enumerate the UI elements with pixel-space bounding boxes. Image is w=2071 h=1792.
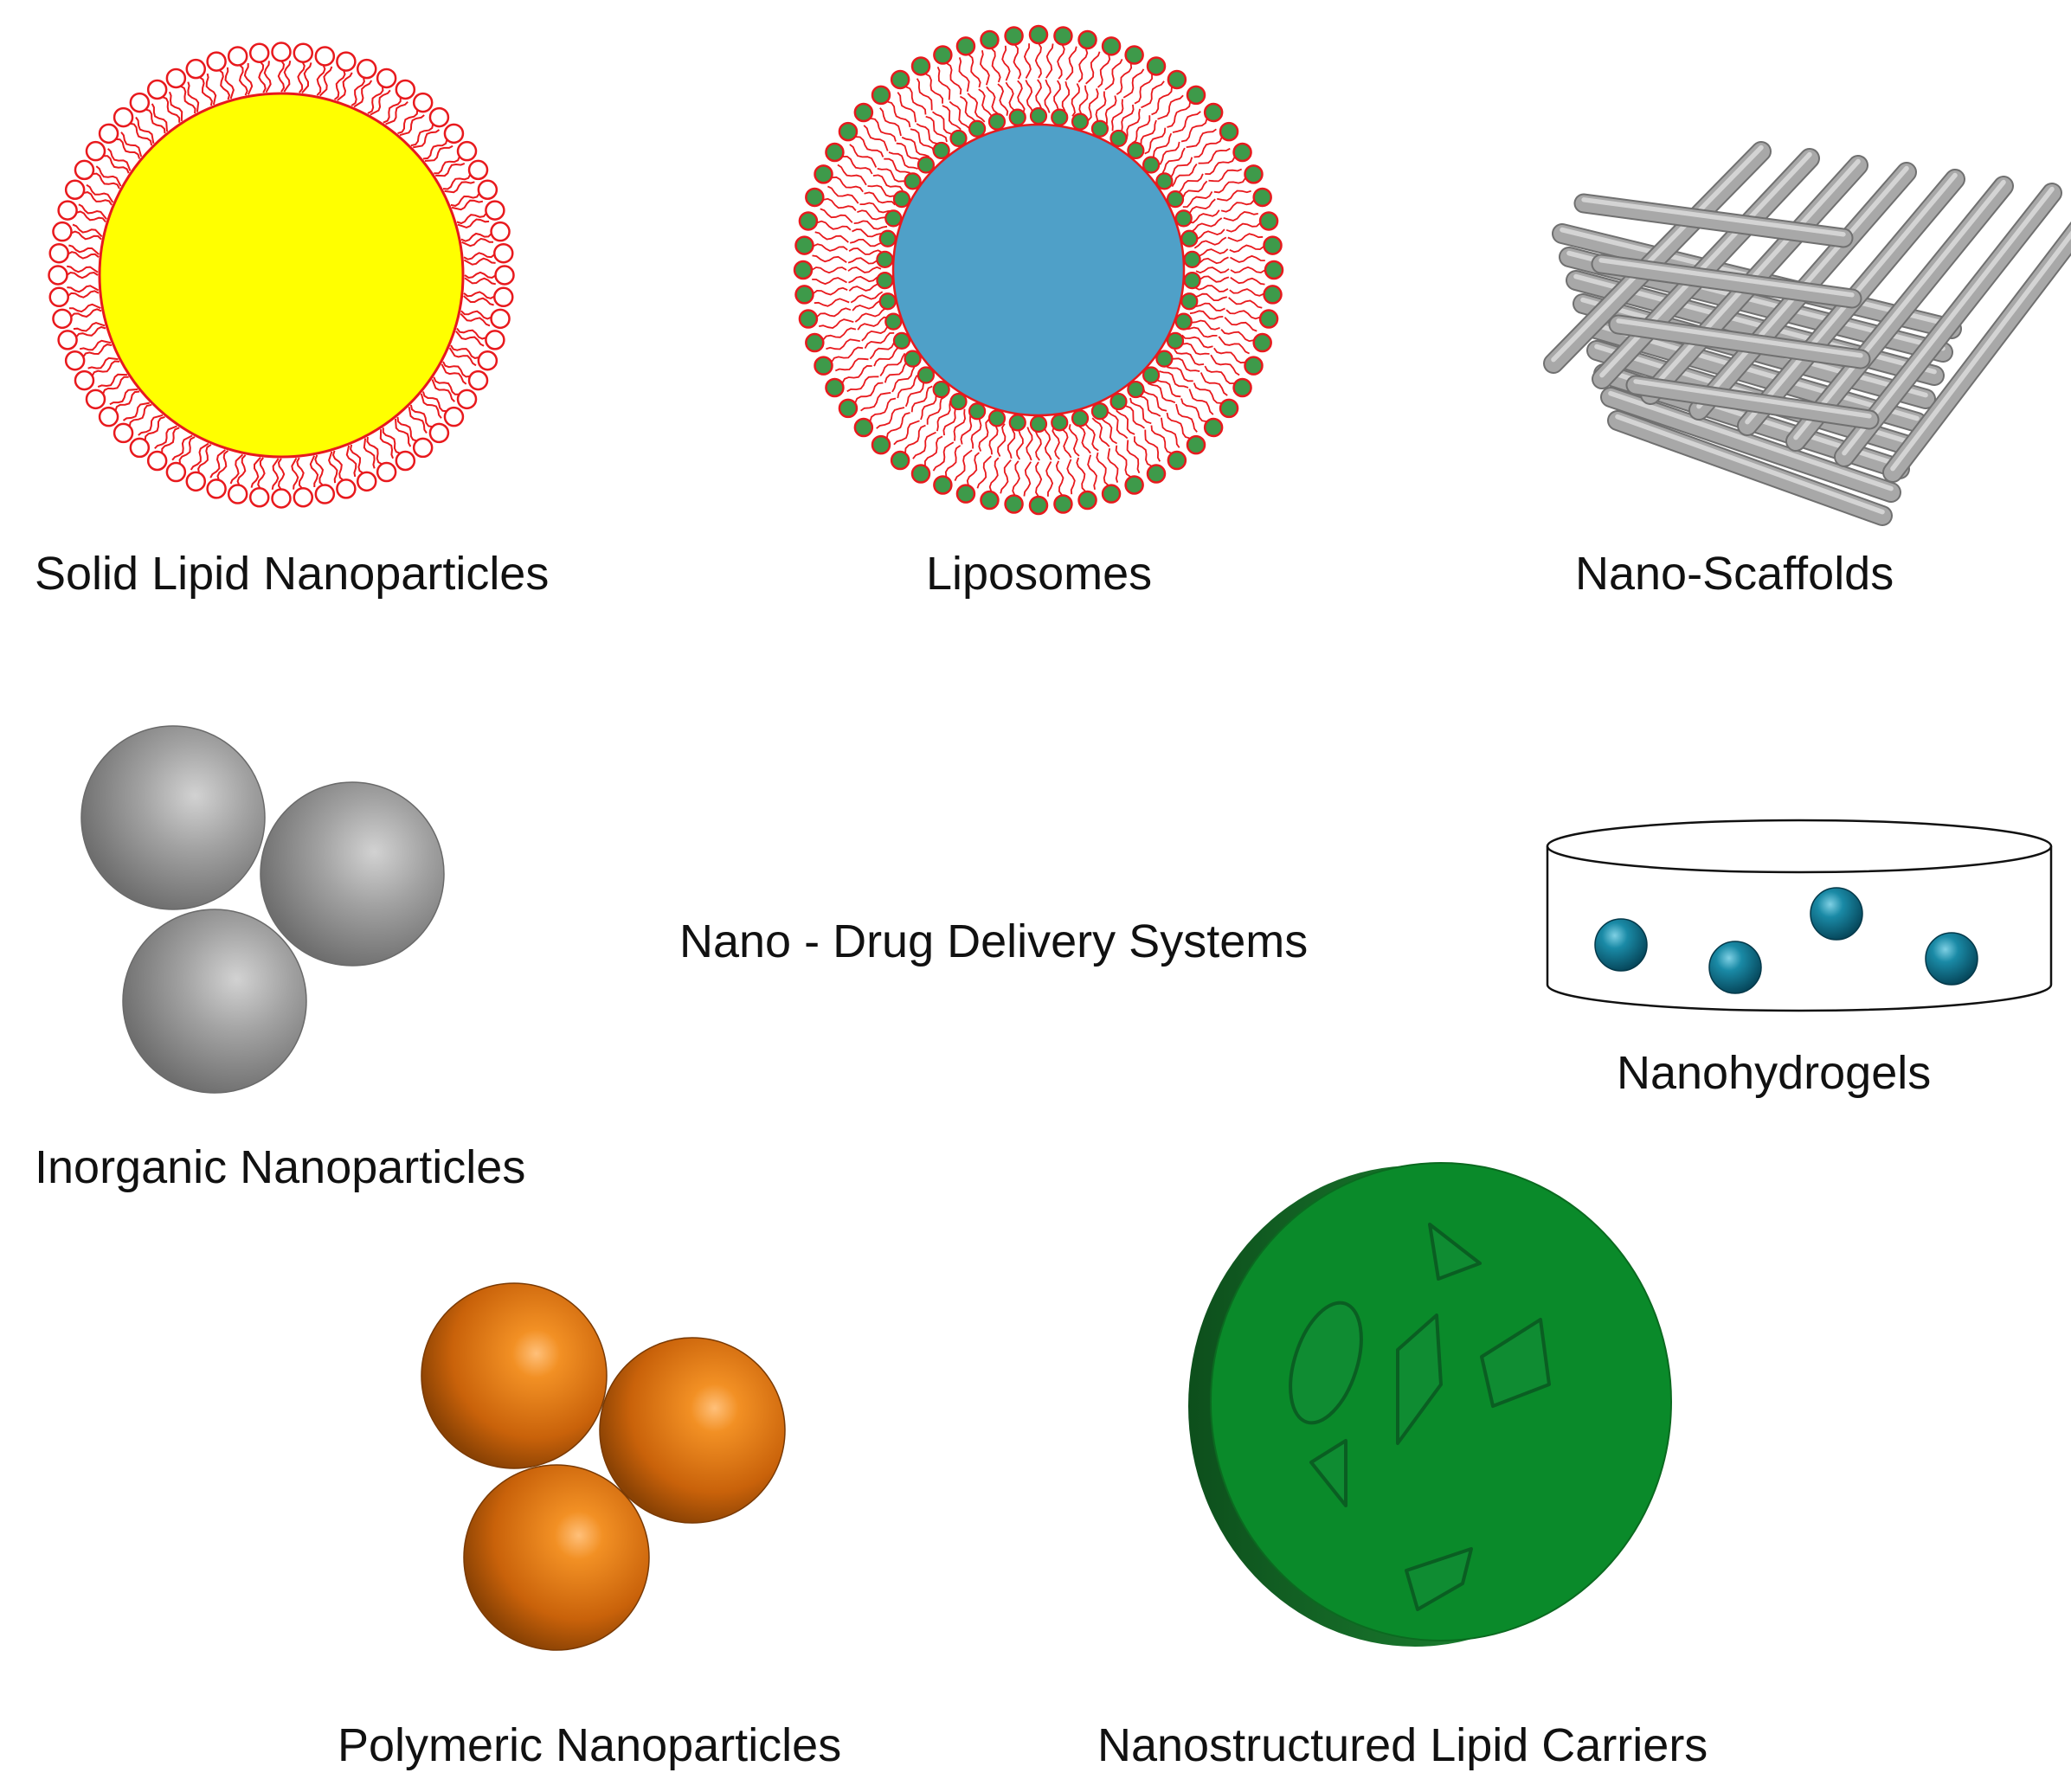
label-inorganic-nanoparticles: Inorganic Nanoparticles	[35, 1141, 526, 1193]
liposome-icon	[793, 24, 1284, 516]
nanohydrogel-icon	[1546, 819, 2053, 1012]
polymeric-nanoparticles-icon	[421, 1282, 786, 1651]
label-liposomes: Liposomes	[926, 548, 1153, 600]
label-polymeric-nanoparticles: Polymeric Nanoparticles	[338, 1719, 842, 1771]
label-nano-scaffolds: Nano-Scaffolds	[1575, 548, 1894, 600]
label-solid-lipid-nanoparticles: Solid Lipid Nanoparticles	[35, 548, 550, 600]
inorganic-nanoparticles-icon	[80, 725, 445, 1094]
nano-scaffold-icon	[1543, 141, 2071, 526]
label-nanostructured-lipid-carriers: Nanostructured Lipid Carriers	[1097, 1719, 1708, 1771]
diagram-title: Nano - Drug Delivery Systems	[679, 915, 1309, 967]
nanostructured-lipid-carrier-icon	[1188, 1162, 1672, 1647]
label-nanohydrogels: Nanohydrogels	[1617, 1047, 1932, 1099]
solid-lipid-nanoparticle-icon	[48, 42, 515, 509]
